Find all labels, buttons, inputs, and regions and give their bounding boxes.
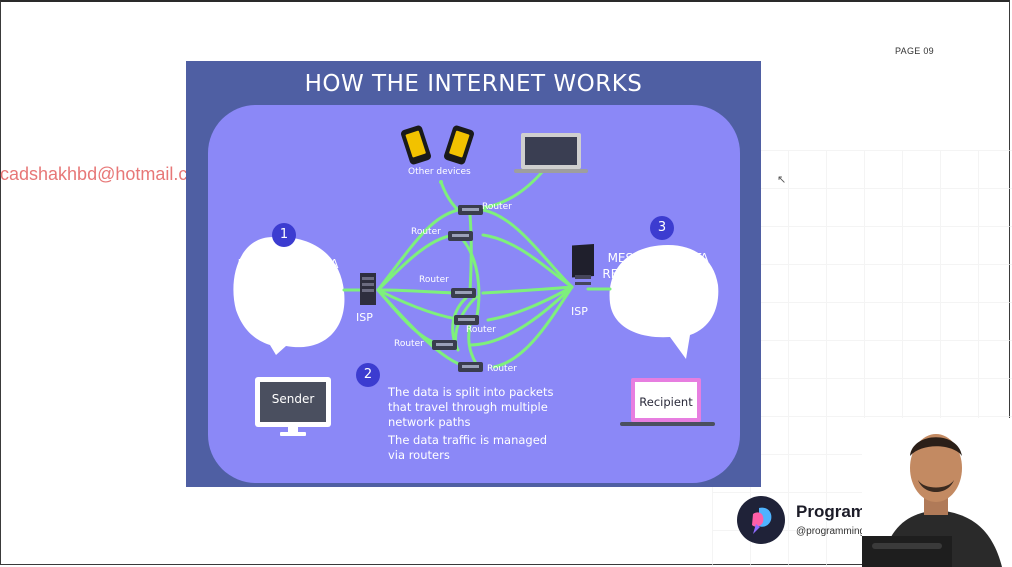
- step-1-line: MESSAGE / DATA: [237, 257, 339, 271]
- step-3-line: RECEIPT: [633, 283, 683, 297]
- router-icon: [432, 340, 457, 350]
- webcam-presenter: [862, 418, 1012, 567]
- isp-server-icon: [572, 244, 594, 285]
- diagram-panel: 1 2 3 MESSAGE / DATA SENT MESSAGE / DATA…: [208, 105, 740, 483]
- step-2-text: The data is split into packets that trav…: [388, 385, 588, 463]
- sender-monitor-icon: [255, 377, 331, 436]
- step-2-line: The data is split into packets: [388, 385, 554, 399]
- step-3-line: REASSEMBLED ON: [602, 267, 714, 281]
- phone-icon: [444, 125, 474, 165]
- router-label: Router: [487, 364, 517, 374]
- network-diagram: [233, 125, 719, 436]
- other-devices-label: Other devices: [408, 167, 471, 177]
- step-2-line: that travel through multiple: [388, 400, 548, 414]
- router-icon: [451, 288, 476, 298]
- step-1-badge: 1: [272, 223, 296, 247]
- router-icon: [448, 231, 473, 241]
- brand-handle: @programmingha: [796, 526, 877, 537]
- slide: HOW THE INTERNET WORKS: [186, 61, 761, 487]
- sender-speech-bubble: [233, 236, 345, 355]
- page-label: PAGE 09: [895, 46, 934, 56]
- mouse-cursor-icon: ↖: [777, 174, 787, 186]
- phone-icon: [401, 125, 431, 165]
- step-1-text: MESSAGE / DATA SENT: [218, 257, 358, 287]
- other-devices-dot: [439, 180, 443, 184]
- router-label: Router: [419, 275, 449, 285]
- step-2-line: The data traffic is managed: [388, 433, 548, 447]
- router-label: Router: [466, 325, 496, 335]
- router-icon: [458, 205, 483, 215]
- router-label: Router: [482, 202, 512, 212]
- step-2-line: via routers: [388, 448, 450, 462]
- step-2-line: network paths: [388, 415, 471, 429]
- email-watermark: cadshakhbd@hotmail.com: [0, 164, 213, 184]
- step-3-line: MESSAGE / DATA: [607, 251, 709, 265]
- laptop-icon: [514, 133, 588, 173]
- step-1-line: SENT: [272, 272, 304, 286]
- step-3-badge: 3: [650, 216, 674, 240]
- router-icon: [458, 362, 483, 372]
- slide-title: HOW THE INTERNET WORKS: [304, 71, 643, 97]
- sender-label: Sender: [271, 392, 315, 406]
- step-2-badge: 2: [356, 363, 380, 387]
- isp-label-right: ISP: [571, 305, 588, 318]
- isp-label-left: ISP: [356, 311, 373, 324]
- router-icon: [454, 315, 479, 325]
- step-3-text: MESSAGE / DATA REASSEMBLED ON RECEIPT: [588, 250, 728, 298]
- network-links: [342, 163, 612, 369]
- router-label: Router: [394, 339, 424, 349]
- brand-logo-icon: [737, 496, 785, 544]
- router-label: Router: [411, 227, 441, 237]
- recipient-laptop-icon: [620, 378, 715, 426]
- recipient-speech-bubble: [609, 245, 719, 359]
- isp-server-icon: [360, 273, 376, 305]
- recipient-label: Recipient: [639, 395, 693, 409]
